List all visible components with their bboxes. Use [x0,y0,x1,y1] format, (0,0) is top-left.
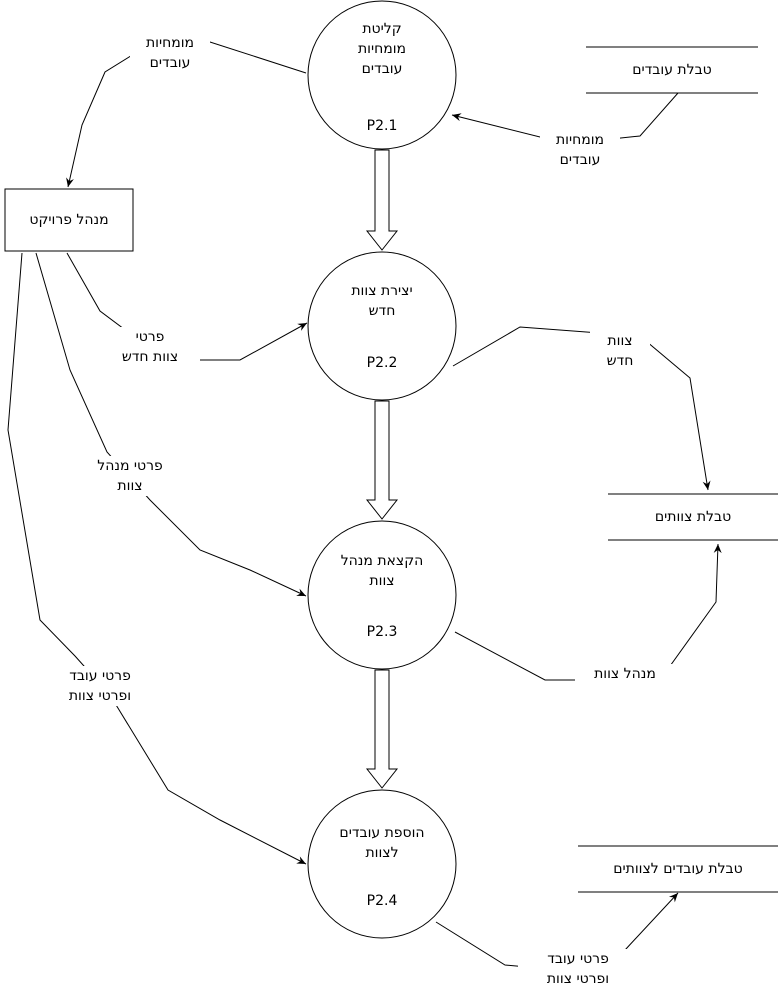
data-store-employees-lines[interactable] [586,46,758,94]
flow-label-f3: פרטי צוות חדש [100,327,200,367]
external-entity-box[interactable] [4,188,134,252]
flow-line-f5[interactable] [35,252,307,597]
process-p21-name: קליטת מומחיות עובדים [357,21,407,77]
block-arrow-p22-p23 [365,400,399,520]
process-circle-p22[interactable] [307,251,457,401]
process-circle-p21[interactable] [307,0,457,150]
external-entity-label: מנהל פרויקט [29,212,109,228]
flow-line-f6[interactable] [454,543,722,681]
block-arrow-p21-p22 [365,149,399,251]
flow-label-f1: מומחיות עובדים [130,33,210,73]
process-p22-name: יצירת צוות חדש [351,283,413,319]
data-store-team-employees-lines[interactable] [578,845,778,893]
process-circle-p24[interactable] [307,789,457,939]
data-store-teams-lines[interactable] [608,493,778,541]
process-p23-code: P2.3 [366,624,398,640]
flow-label-f6: מנהל צוות [575,664,675,684]
flow-label-f8: פרטי עובד ופרטי צוות [518,949,638,989]
process-p23-name: הקצאת מנהל צוות [340,553,424,589]
flow-label-f7: פרטי עובד ופרטי צוות [40,666,160,706]
flow-label-f4: צוות חדש [590,331,650,371]
data-store-team-employees-label: טבלת עובדים לצוותים [613,861,743,877]
data-store-employees-label: טבלת עובדים [632,62,712,78]
flow-line-f1[interactable] [66,41,307,188]
flow-line-f4[interactable] [452,326,711,491]
process-p22-code: P2.2 [366,355,398,371]
data-store-teams-label: טבלת צוותים [654,509,732,525]
block-arrow-p23-p24 [365,669,399,789]
process-circle-p23[interactable] [307,520,457,670]
flow-label-f5: פרטי מנהל צוות [70,456,190,496]
process-p24-name: הוספת עובדים לצוות [339,825,425,861]
process-p24-code: P2.4 [366,893,398,909]
flow-label-f2: מומחיות עובדים [540,130,620,170]
process-p21-code: P2.1 [366,118,398,134]
